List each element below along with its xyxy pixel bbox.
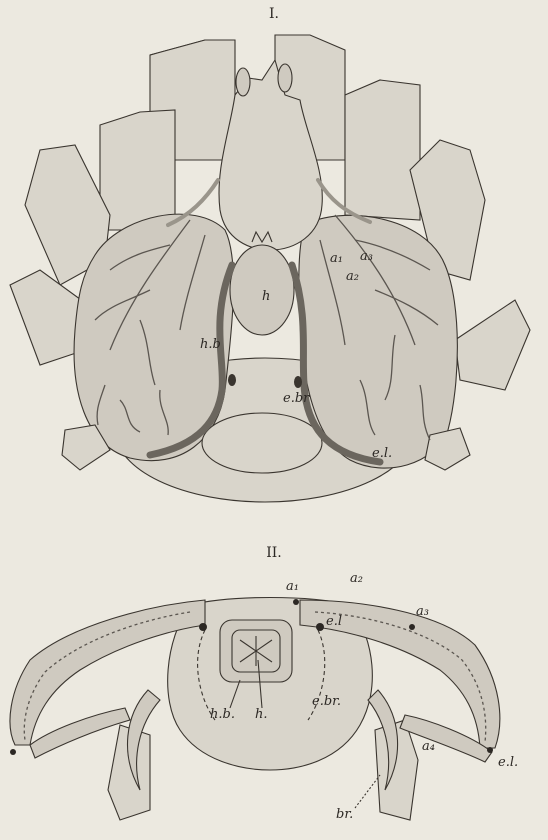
label-a2: a₂ — [346, 269, 359, 284]
abdominal-disc — [202, 413, 322, 473]
right-branchial-chamber — [299, 215, 458, 468]
leader-br — [355, 775, 380, 808]
label-a3: a₃ — [416, 604, 429, 619]
label-h: h. — [255, 707, 268, 722]
dot-right-tip — [487, 747, 493, 753]
label-ebr: e.br. — [312, 694, 341, 709]
left-antennule — [236, 68, 250, 96]
label-a2: a₂ — [350, 571, 363, 586]
right-appendage-base — [425, 428, 470, 470]
label-a3: a₃ — [360, 249, 373, 264]
dot-left-top — [199, 623, 207, 631]
figure-2-title: II. — [266, 545, 282, 561]
left-ostium — [228, 374, 236, 386]
dot-a3 — [409, 624, 415, 630]
dot-right-top — [316, 623, 324, 631]
figure-2: a₁ a₂ a₃ a₄ e.l h.b. h. e.br. e.l. br. — [10, 571, 518, 822]
label-h: h — [262, 289, 270, 304]
label-el-top: e.l — [326, 614, 342, 629]
figure-1: h h.b a₁ a₂ a₃ e.br e.l. — [10, 35, 530, 502]
label-a1: a₁ — [286, 579, 299, 594]
label-el: e.l. — [498, 755, 518, 770]
label-ebr: e.br — [283, 391, 310, 406]
label-hb: h.b. — [210, 707, 235, 722]
label-hb: h.b — [200, 337, 221, 352]
dot-left-tip — [10, 749, 16, 755]
right-ostium — [294, 376, 302, 388]
right-antennule — [278, 64, 292, 92]
label-el: e.l. — [372, 446, 392, 461]
label-a4: a₄ — [422, 739, 435, 754]
label-br: br. — [336, 807, 353, 822]
dot-a1 — [293, 599, 299, 605]
figure-1-title: I. — [269, 6, 279, 22]
label-a1: a₁ — [330, 251, 343, 266]
